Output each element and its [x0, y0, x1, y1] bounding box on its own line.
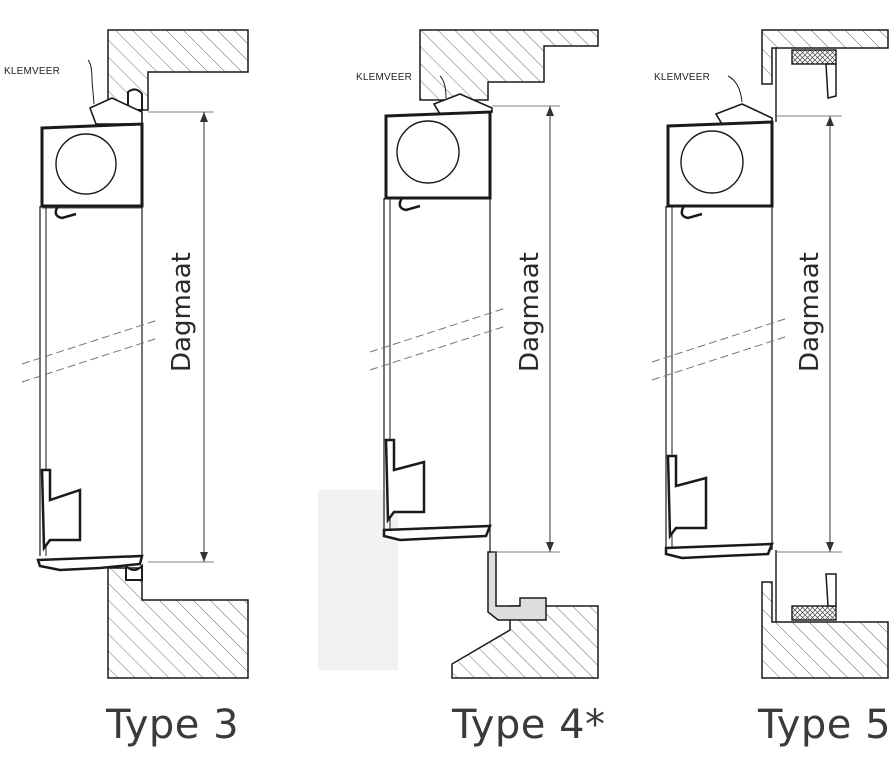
caption-type-4: Type 4* [452, 702, 606, 748]
bottom-bar [40, 468, 82, 552]
klemveer-label: KLEMVEER [654, 72, 710, 83]
diagram-type-3 [21, 29, 249, 679]
klemveer-label: KLEMVEER [356, 72, 412, 83]
klemveer-clip [432, 93, 493, 115]
top-wall [761, 29, 889, 85]
top-wall [419, 29, 599, 101]
caption-type-3: Type 3 [106, 702, 240, 748]
diagram-type-5 [651, 29, 889, 679]
bottom-bar [384, 438, 426, 524]
bottom-wall [451, 605, 599, 679]
klemveer-label: KLEMVEER [4, 66, 60, 77]
klemveer-clip [714, 103, 773, 125]
bottom-bar [666, 454, 708, 540]
bottom-wall [761, 581, 889, 679]
caption-type-5: Type 5 [758, 702, 890, 748]
klemveer-clip [88, 97, 143, 125]
diagram-type-4 [318, 29, 599, 679]
bottom-wall [107, 567, 249, 679]
dagmaat-label: Dagmaat [795, 252, 825, 372]
dagmaat-label: Dagmaat [167, 252, 197, 372]
dagmaat-label: Dagmaat [515, 252, 545, 372]
